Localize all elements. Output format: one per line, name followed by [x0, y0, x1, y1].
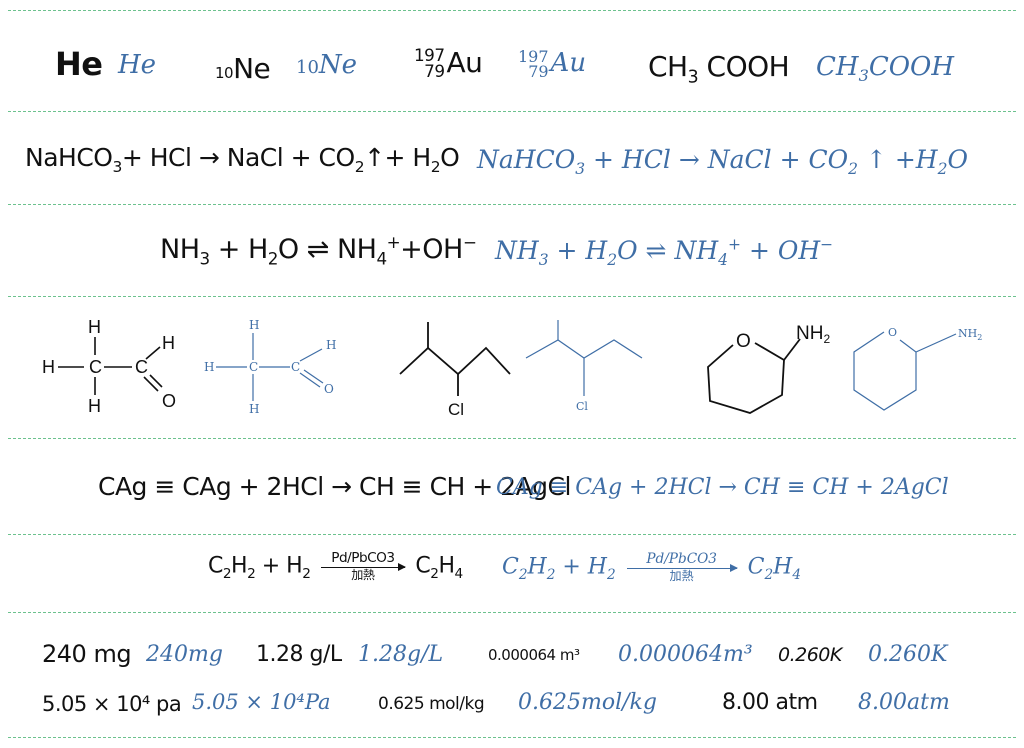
tx-unit-pa: 5.05 × 10⁴Pa — [192, 690, 331, 714]
tx-unit-molkg: 0.625mol/kg — [518, 690, 657, 715]
atom-o: O — [162, 391, 176, 411]
tx-reaction-cag: CAg ≡ CAg + 2HCl → CH ≡ CH + 2AgCl — [496, 475, 949, 500]
hw-acetic-acid: CH3 COOH — [648, 50, 790, 88]
tx-unit-mg: 240mg — [146, 642, 223, 667]
hw-chloroalkane-structure: Cl — [399, 322, 511, 419]
tx-acetic-acid: CH3COOH — [816, 52, 955, 86]
atom-h: H — [249, 318, 259, 332]
hw-unit-pa: 5.05 × 10⁴ pa — [42, 692, 182, 716]
row-divider — [8, 296, 1016, 297]
hw-unit-m3: 0.000064 m³ — [488, 646, 580, 664]
atom-o: O — [324, 382, 334, 396]
row-divider — [8, 534, 1016, 535]
atom-h: H — [249, 402, 259, 416]
hw-aminopyran-structure: O NH2 — [707, 323, 830, 414]
tx-neon: 10Ne — [296, 50, 358, 80]
tx-unit-atm: 8.00atm — [858, 690, 950, 715]
tx-unit-gl: 1.28g/L — [358, 642, 444, 667]
tx-chloroalkane-structure: Cl — [525, 320, 643, 413]
hw-reaction-nh3: NH3 + H2O ⇌ NH4++OH− — [160, 232, 477, 269]
tx-reaction-nahco3: NaHCO3 + HCl → NaCl + CO2 ↑ +H2O — [477, 145, 968, 178]
tx-aminopyran-structure: O NH2 — [853, 326, 982, 411]
atom-h: H — [88, 396, 101, 416]
tx-unit-k: 0.260K — [868, 642, 948, 667]
atom-o: O — [736, 331, 751, 352]
atom-h: H — [326, 338, 336, 352]
row-divider — [8, 10, 1016, 11]
hw-reaction-nahco3: NaHCO3+ HCl → NaCl + CO2↑+ H2O — [25, 143, 460, 176]
atom-h: H — [88, 317, 101, 337]
row-divider — [8, 737, 1016, 738]
atom-cl: Cl — [448, 400, 464, 419]
hw-unit-mg: 240 mg — [42, 640, 132, 668]
row-divider — [8, 204, 1016, 205]
atom-cl: Cl — [576, 400, 588, 413]
hw-unit-molkg: 0.625 mol/kg — [378, 694, 485, 714]
hw-helium: He — [55, 45, 103, 83]
hw-acetaldehyde-structure: H H H C C H O — [42, 317, 176, 416]
atom-h: H — [204, 360, 214, 374]
hw-neon: 10Ne — [215, 52, 271, 85]
row-divider — [8, 111, 1016, 112]
row-divider — [8, 438, 1016, 439]
atom-h: H — [42, 357, 55, 377]
hw-unit-gl: 1.28 g/L — [256, 642, 342, 667]
atom-h: H — [162, 333, 175, 353]
tx-unit-m3: 0.000064m³ — [618, 642, 753, 667]
atom-c: C — [291, 360, 300, 374]
hw-unit-atm: 8.00 atm — [722, 690, 818, 715]
tx-reaction-nh3: NH3 + H2O ⇌ NH4+ + OH− — [495, 235, 834, 269]
hw-unit-k: 0.260K — [778, 644, 842, 666]
row-divider — [8, 612, 1016, 613]
hw-reaction-cag: CAg ≡ CAg + 2HCl → CH ≡ CH + 2AgCl — [98, 472, 571, 501]
atom-o: O — [888, 326, 897, 339]
amine-group: NH2 — [958, 327, 982, 342]
tx-helium: He — [118, 50, 157, 80]
atom-c: C — [135, 357, 148, 377]
atom-c: C — [249, 360, 258, 374]
amine-group: NH2 — [796, 323, 830, 346]
atom-c: C — [89, 357, 102, 377]
tx-acetaldehyde-structure: H H H C C H O — [204, 318, 336, 416]
